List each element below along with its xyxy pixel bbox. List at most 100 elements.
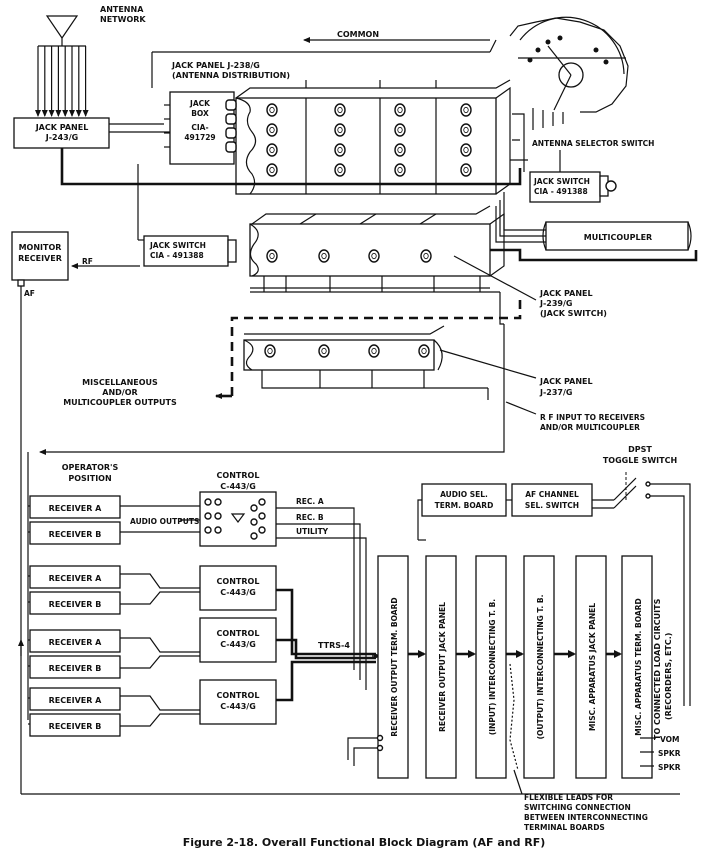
spkr-label-1: SPKR (658, 749, 681, 758)
jack-hole-icon (463, 106, 469, 114)
signal-arrowhead (568, 650, 576, 658)
jack-icon (225, 141, 237, 153)
spkr-label-2: SPKR (658, 763, 681, 772)
jack-panel-239 (249, 205, 505, 292)
receiver-link (120, 573, 200, 589)
dpst-toggle-switch (613, 472, 691, 706)
jack-hole-icon (371, 347, 377, 355)
receiver-a-label: RECEIVER A (49, 504, 103, 513)
rf-label: RF (82, 257, 93, 266)
selector-contact-icon (593, 47, 599, 53)
jack-panel-238 (235, 79, 511, 195)
dashed-connection (230, 300, 522, 396)
control-jack-icon (214, 498, 222, 506)
jack-icon (225, 99, 237, 111)
jack-icon (225, 127, 237, 139)
receiver-link (120, 655, 200, 669)
control-jack-icon (258, 526, 266, 534)
control-jack-icon (204, 526, 212, 534)
receiver-b-label: RECEIVER B (49, 664, 102, 673)
jack-hole-icon (269, 166, 275, 174)
jack-hole-icon (321, 252, 327, 260)
terminal-column-label: RECEIVER OUTPUT JACK PANEL (438, 602, 447, 732)
jack-hole-icon (337, 126, 343, 134)
terminal-column (575, 555, 607, 779)
multicoupler (542, 221, 692, 251)
control-box (199, 565, 277, 611)
antenna-selector-label: ANTENNA SELECTOR SWITCH (532, 139, 654, 148)
terminal-column-label: MISC. APPARATUS JACK PANEL (588, 603, 597, 731)
control-box (199, 617, 277, 663)
control-box (199, 679, 277, 725)
antenna-selector-switch (509, 16, 629, 130)
load-circuits-label: TO CONNECTED LOAD CIRCUITS(RECORDERS, ET… (653, 598, 673, 740)
audio-sel-label: AUDIO SEL.TERM. BOARD (435, 490, 494, 510)
common-label: COMMON (337, 30, 379, 39)
receiver-link (120, 591, 200, 605)
receiver-a-box (29, 565, 121, 589)
jack-icon (225, 113, 237, 125)
selector-contact-icon (545, 39, 551, 45)
control-jack-icon (250, 532, 258, 540)
receiver-a-box (29, 687, 121, 711)
jack-hole-icon (463, 126, 469, 134)
jack-hole-icon (267, 347, 273, 355)
utility-label: UTILITY (296, 527, 329, 536)
receiver-link (120, 637, 200, 653)
figure-caption: Figure 2-18. Overall Functional Block Di… (183, 836, 546, 849)
jack-panel-237 (243, 325, 489, 400)
jack-box (169, 91, 235, 165)
receiver-b-box (29, 655, 121, 679)
selector-contact-icon (603, 59, 609, 65)
terminal-column (377, 555, 409, 779)
receiver-b-label: RECEIVER B (49, 530, 102, 539)
control-jack-icon (258, 498, 266, 506)
receiver-a-box (29, 495, 121, 519)
control-jack-icon (250, 504, 258, 512)
jack-hole-icon (337, 166, 343, 174)
antenna-network (13, 15, 110, 149)
control-jack-icon (214, 526, 222, 534)
control-jack-icon (204, 498, 212, 506)
selector-contact-icon (557, 35, 563, 41)
jack-hole-icon (321, 347, 327, 355)
receiver-b-box (29, 713, 121, 737)
jack-hole-icon (423, 252, 429, 260)
signal-arrowhead (418, 650, 426, 658)
jack-hole-icon (337, 106, 343, 114)
jack-hole-icon (397, 146, 403, 154)
control-jack-icon (258, 512, 266, 520)
terminal-column (523, 555, 555, 779)
jack-hole-icon (397, 126, 403, 134)
control-jack-icon (204, 512, 212, 520)
jack-hole-icon (269, 126, 275, 134)
receiver-a-label: RECEIVER A (49, 638, 103, 647)
jack-hole-icon (269, 106, 275, 114)
jack-hole-icon (269, 146, 275, 154)
receiver-b-box (29, 521, 121, 545)
jack-hole-icon (371, 252, 377, 260)
jack-hole-icon (397, 106, 403, 114)
receiver-link (120, 713, 200, 727)
receiver-b-label: RECEIVER B (49, 722, 102, 731)
jack-panel-243-box (13, 117, 110, 149)
jack-hole-icon (463, 166, 469, 174)
terminal-column-label: (INPUT) INTERCONNECTING T. B. (488, 599, 497, 735)
selector-contact-icon (535, 47, 541, 53)
receiver-a-label: RECEIVER A (49, 574, 103, 583)
receiver-b-label: RECEIVER B (49, 600, 102, 609)
jack-switch-right (529, 171, 601, 203)
